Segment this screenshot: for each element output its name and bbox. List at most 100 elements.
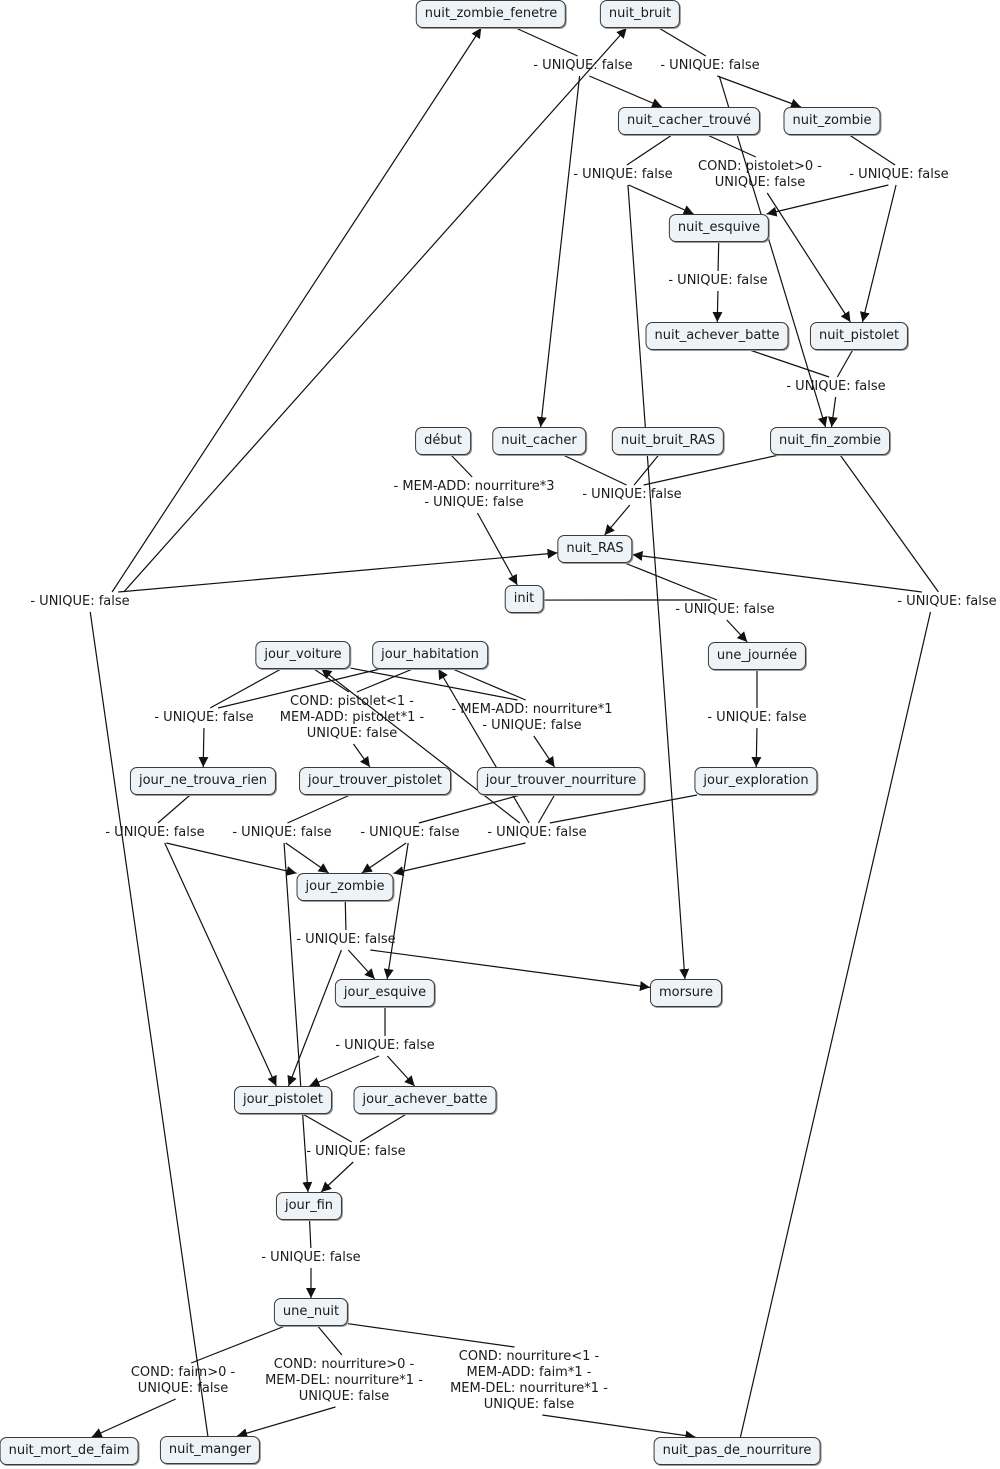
node-nuit-cacher[interactable]: nuit_cacher bbox=[492, 427, 586, 455]
node-une-journee[interactable]: une_journée bbox=[707, 642, 807, 670]
node-nuit-zombie[interactable]: nuit_zombie bbox=[783, 107, 881, 135]
node-nuit-fin-zombie[interactable]: nuit_fin_zombie bbox=[770, 427, 890, 455]
node-nuit-bruit[interactable]: nuit_bruit bbox=[599, 0, 681, 28]
node-nuit-pistolet[interactable]: nuit_pistolet bbox=[809, 322, 909, 350]
edge-label-line: - UNIQUE: false bbox=[707, 710, 807, 725]
edge-out-jour-achever-batte bbox=[386, 1055, 416, 1087]
edge-out-jour-pistolet bbox=[164, 842, 277, 1087]
edge-label-line: MEM-DEL: nourriture*1 - bbox=[450, 1381, 608, 1396]
node-jour-habitation[interactable]: jour_habitation bbox=[372, 641, 488, 669]
edge-label-line: - UNIQUE: false bbox=[660, 58, 760, 73]
node-jour-achever-batte[interactable]: jour_achever_batte bbox=[353, 1086, 497, 1114]
edge-out-nuit-achever-batte bbox=[712, 290, 723, 323]
edge-label-line: - UNIQUE: false bbox=[786, 379, 886, 394]
edge-label-line: - UNIQUE: false bbox=[360, 825, 460, 840]
node-debut[interactable]: début bbox=[415, 427, 471, 455]
edge-out-nuit-zombie-fenetre bbox=[111, 27, 482, 593]
node-jour-trouver-pistolet[interactable]: jour_trouver_pistolet bbox=[299, 767, 451, 795]
edge-label-line: UNIQUE: false bbox=[298, 1389, 390, 1404]
edge-label: - UNIQUE: false bbox=[154, 710, 253, 726]
edge-label-line: - UNIQUE: false bbox=[487, 825, 587, 840]
edge-label-line: COND: nourriture<1 - bbox=[458, 1349, 600, 1364]
node-une-nuit[interactable]: une_nuit bbox=[273, 1298, 349, 1326]
edge-in-jour-trouver-pistolet bbox=[287, 794, 351, 824]
edge-out-nuit-cacher-trouve bbox=[589, 75, 663, 108]
edge-out-jour-pistolet bbox=[287, 949, 342, 1087]
edge-label: - UNIQUE: false bbox=[668, 273, 767, 289]
edge-label: - MEM-ADD: nourriture*1- UNIQUE: false bbox=[452, 702, 613, 734]
edge-in-debut bbox=[450, 454, 473, 478]
edge-in-nuit-achever-batte bbox=[749, 349, 830, 378]
edge-label-line: - UNIQUE: false bbox=[296, 932, 396, 947]
edge-in-nuit-cacher bbox=[562, 454, 627, 486]
edge-out-jour-esquive bbox=[383, 842, 409, 980]
node-jour-voiture[interactable]: jour_voiture bbox=[255, 641, 351, 669]
edge-label-line: COND: pistolet<1 - bbox=[290, 694, 414, 709]
node-jour-fin[interactable]: jour_fin bbox=[275, 1192, 343, 1220]
edge-in-jour-ne-trouva-rien bbox=[157, 794, 191, 824]
node-nuit-mort-de-faim[interactable]: nuit_mort_de_faim bbox=[0, 1437, 139, 1465]
edge-label-line: - UNIQUE: false bbox=[482, 718, 582, 733]
node-nuit-bruit-ras[interactable]: nuit_bruit_RAS bbox=[611, 427, 725, 455]
node-jour-esquive[interactable]: jour_esquive bbox=[334, 979, 436, 1007]
edge-label-line: - UNIQUE: false bbox=[573, 167, 673, 182]
edge-label: - UNIQUE: false bbox=[582, 487, 681, 503]
edge-in-nuit-zombie-fenetre bbox=[515, 27, 578, 57]
edge-in-nuit-manger bbox=[89, 611, 209, 1437]
edge-label-line: - UNIQUE: false bbox=[424, 495, 524, 510]
edge-out-nuit-cacher bbox=[536, 75, 581, 428]
edge-label-line: - UNIQUE: false bbox=[849, 167, 949, 182]
node-nuit-cacher-trouve[interactable]: nuit_cacher_trouvé bbox=[617, 107, 761, 135]
node-nuit-ras[interactable]: nuit_RAS bbox=[557, 535, 633, 563]
edge-out-nuit-esquive bbox=[766, 184, 889, 217]
node-jour-trouver-nourriture[interactable]: jour_trouver_nourriture bbox=[476, 767, 646, 795]
node-nuit-manger[interactable]: nuit_manger bbox=[159, 1436, 261, 1464]
node-morsure[interactable]: morsure bbox=[649, 979, 723, 1007]
edge-label: - UNIQUE: false bbox=[296, 932, 395, 948]
edge-label: COND: faim>0 -UNIQUE: false bbox=[131, 1365, 235, 1397]
node-jour-pistolet[interactable]: jour_pistolet bbox=[233, 1086, 333, 1114]
edge-in-jour-habitation bbox=[217, 668, 380, 709]
edge-in-nuit-zombie bbox=[849, 134, 896, 166]
edge-in-une-nuit bbox=[190, 1325, 286, 1364]
node-jour-exploration[interactable]: jour_exploration bbox=[694, 767, 818, 795]
node-jour-ne-trouva-rien[interactable]: jour_ne_trouva_rien bbox=[129, 767, 277, 795]
node-nuit-pas-de-nourriture[interactable]: nuit_pas_de_nourriture bbox=[653, 1437, 821, 1465]
edge-label: - MEM-ADD: nourriture*3- UNIQUE: false bbox=[394, 479, 555, 511]
edge-label: - UNIQUE: false bbox=[675, 602, 774, 618]
edge-in-jour-zombie bbox=[344, 900, 347, 931]
edge-label: - UNIQUE: false bbox=[30, 594, 129, 610]
edge-out-nuit-fin-zombie bbox=[827, 396, 838, 428]
edge-in-jour-trouver-nourriture bbox=[537, 794, 556, 824]
edge-label-line: UNIQUE: false bbox=[306, 726, 398, 741]
edge-out-nuit-RAS bbox=[118, 548, 558, 593]
edge-label-line: - MEM-ADD: nourriture*3 bbox=[393, 479, 555, 494]
edge-out-nuit-manger bbox=[237, 1406, 336, 1438]
edge-out-init bbox=[476, 512, 518, 586]
edge-out-une-journee bbox=[726, 619, 748, 643]
edge-label-line: COND: pistolet>0 - bbox=[698, 159, 822, 174]
edge-out-nuit-zombie bbox=[717, 75, 802, 109]
edge-label-line: - UNIQUE: false bbox=[335, 1038, 435, 1053]
edge-out-nuit-pistolet bbox=[766, 192, 851, 323]
node-nuit-achever-batte[interactable]: nuit_achever_batte bbox=[645, 322, 789, 350]
edge-label: - UNIQUE: false bbox=[660, 58, 759, 74]
edge-out-jour-trouver-pistolet bbox=[352, 743, 371, 768]
edge-label: - UNIQUE: false bbox=[105, 825, 204, 841]
edge-label: - UNIQUE: false bbox=[360, 825, 459, 841]
node-nuit-zombie-fenetre[interactable]: nuit_zombie_fenetre bbox=[415, 0, 567, 28]
edge-label: - UNIQUE: false bbox=[487, 825, 586, 841]
node-nuit-esquive[interactable]: nuit_esquive bbox=[668, 214, 770, 242]
edge-out-nuit-esquive bbox=[628, 184, 694, 215]
edge-in-nuit-esquive bbox=[717, 241, 720, 272]
edge-label-line: MEM-ADD: pistolet*1 - bbox=[279, 710, 425, 725]
edge-label-line: - UNIQUE: false bbox=[533, 58, 633, 73]
edge-label: - UNIQUE: false bbox=[707, 710, 806, 726]
node-jour-zombie[interactable]: jour_zombie bbox=[296, 873, 394, 901]
edge-in-jour-habitation bbox=[452, 668, 526, 701]
edge-label-line: COND: faim>0 - bbox=[130, 1365, 236, 1380]
edge-label-line: UNIQUE: false bbox=[137, 1381, 229, 1396]
node-init[interactable]: init bbox=[504, 585, 544, 613]
edge-label: - UNIQUE: false bbox=[232, 825, 331, 841]
edge-label: - UNIQUE: false bbox=[786, 379, 885, 395]
